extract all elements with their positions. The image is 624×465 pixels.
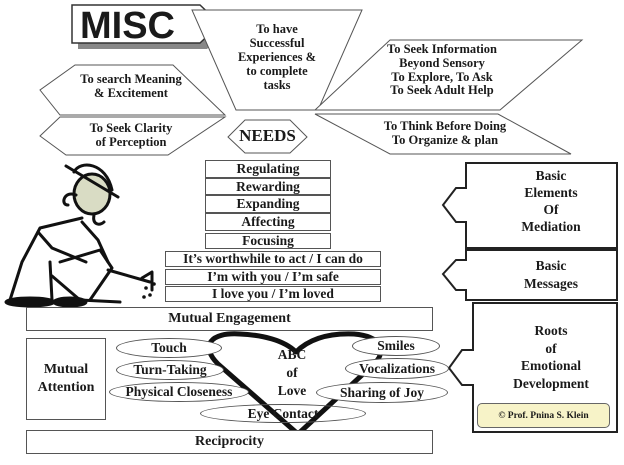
roots-line: Roots	[534, 323, 568, 338]
mutual-attention-line: Mutual	[43, 361, 89, 377]
mutual-engagement-box: Mutual Engagement	[26, 307, 433, 331]
mediation-expanding: Expanding	[205, 195, 331, 213]
abc-eye-contact: Eye Contact	[200, 404, 366, 423]
roots-line: Development	[513, 375, 589, 391]
messages-line: Basic	[535, 258, 567, 273]
roots-arrow-box	[447, 302, 618, 433]
elements-line: Basic	[535, 168, 567, 183]
gardener-figure	[4, 163, 154, 308]
elements-of-mediation-label: Basic Elements Of Mediation	[486, 168, 616, 236]
message-love-you: I love you / I’m loved	[165, 286, 381, 302]
abc-physical-closeness: Physical Closeness	[109, 382, 249, 402]
need-right-upper-line: To Seek Adult Help	[390, 83, 494, 98]
abc-touch: Touch	[116, 338, 222, 358]
need-top-line: Successful	[249, 36, 305, 50]
need-left-upper-shape	[39, 64, 227, 116]
need-right-upper-line: Beyond Sensory	[399, 55, 485, 70]
message-with-you: I’m with you / I’m safe	[165, 269, 381, 285]
need-right-lower-line: To Think Before Doing	[383, 119, 507, 133]
need-left-upper-line: & Excitement	[94, 86, 168, 100]
need-right-upper-line: To Seek Information	[387, 42, 497, 56]
messages-line: Messages	[524, 275, 578, 291]
need-top-line: To have	[256, 22, 298, 36]
mediation-affecting: Affecting	[205, 213, 331, 231]
need-left-lower-line: To Seek Clarity	[89, 121, 173, 135]
need-left-lower-shape	[39, 116, 227, 156]
need-right-upper-line: To Explore, To Ask	[391, 69, 493, 84]
need-right-upper-shape	[313, 39, 584, 111]
abc-turn-taking: Turn-Taking	[116, 360, 224, 380]
reciprocity-box: Reciprocity	[26, 430, 433, 454]
mutual-attention-box: Mutual Attention	[26, 338, 106, 420]
abc-sharing-of-joy: Sharing of Joy	[316, 382, 448, 403]
elements-arrow-box	[441, 162, 618, 249]
need-top-text: To have Successful Experiences & to comp…	[236, 22, 318, 92]
abc-smiles: Smiles	[352, 336, 440, 356]
need-right-lower-line: To Organize & plan	[391, 133, 499, 147]
misc-title: MISC	[80, 5, 175, 47]
heart-line: ABC	[277, 347, 307, 362]
roots-line: of	[545, 340, 557, 356]
mutual-attention-line: Attention	[37, 380, 95, 395]
elements-line: Mediation	[521, 218, 581, 234]
message-worthwhile: It’s worthwhile to act / I can do	[165, 251, 381, 267]
need-left-lower-line: of Perception	[95, 135, 167, 149]
need-top-line: to complete	[246, 64, 308, 78]
need-right-upper-text: To Seek Information Beyond Sensory To Ex…	[372, 42, 512, 98]
mediation-focusing: Focusing	[205, 233, 331, 249]
mediation-rewarding: Rewarding	[205, 178, 331, 195]
elements-line: Elements	[524, 184, 578, 200]
messages-arrow-box	[441, 249, 618, 301]
heart-line: Love	[277, 383, 307, 399]
need-top-line: tasks	[263, 78, 291, 92]
copyright-badge: © Prof. Pnina S. Klein	[477, 403, 610, 428]
mediation-regulating: Regulating	[205, 160, 331, 178]
needs-hexagon	[227, 119, 308, 154]
abc-vocalizations: Vocalizations	[345, 358, 449, 379]
need-left-upper-line: To search Meaning	[80, 72, 182, 86]
needs-label: NEEDS	[239, 126, 296, 145]
roots-label: Roots of Emotional Development	[486, 322, 616, 392]
heart-line: of	[286, 365, 298, 381]
need-right-lower-shape	[314, 113, 572, 155]
heart-text: ABC of Love	[262, 346, 322, 401]
roots-line: Emotional	[520, 358, 581, 374]
need-left-upper-text: To search Meaning & Excitement	[66, 72, 196, 100]
need-top-line: Experiences &	[237, 50, 317, 64]
need-left-lower-text: To Seek Clarity of Perception	[66, 121, 196, 149]
elements-line: Of	[543, 201, 559, 217]
water-drops	[142, 282, 156, 299]
basic-messages-label: Basic Messages	[486, 257, 616, 292]
need-right-lower-text: To Think Before Doing To Organize & plan	[370, 119, 520, 147]
